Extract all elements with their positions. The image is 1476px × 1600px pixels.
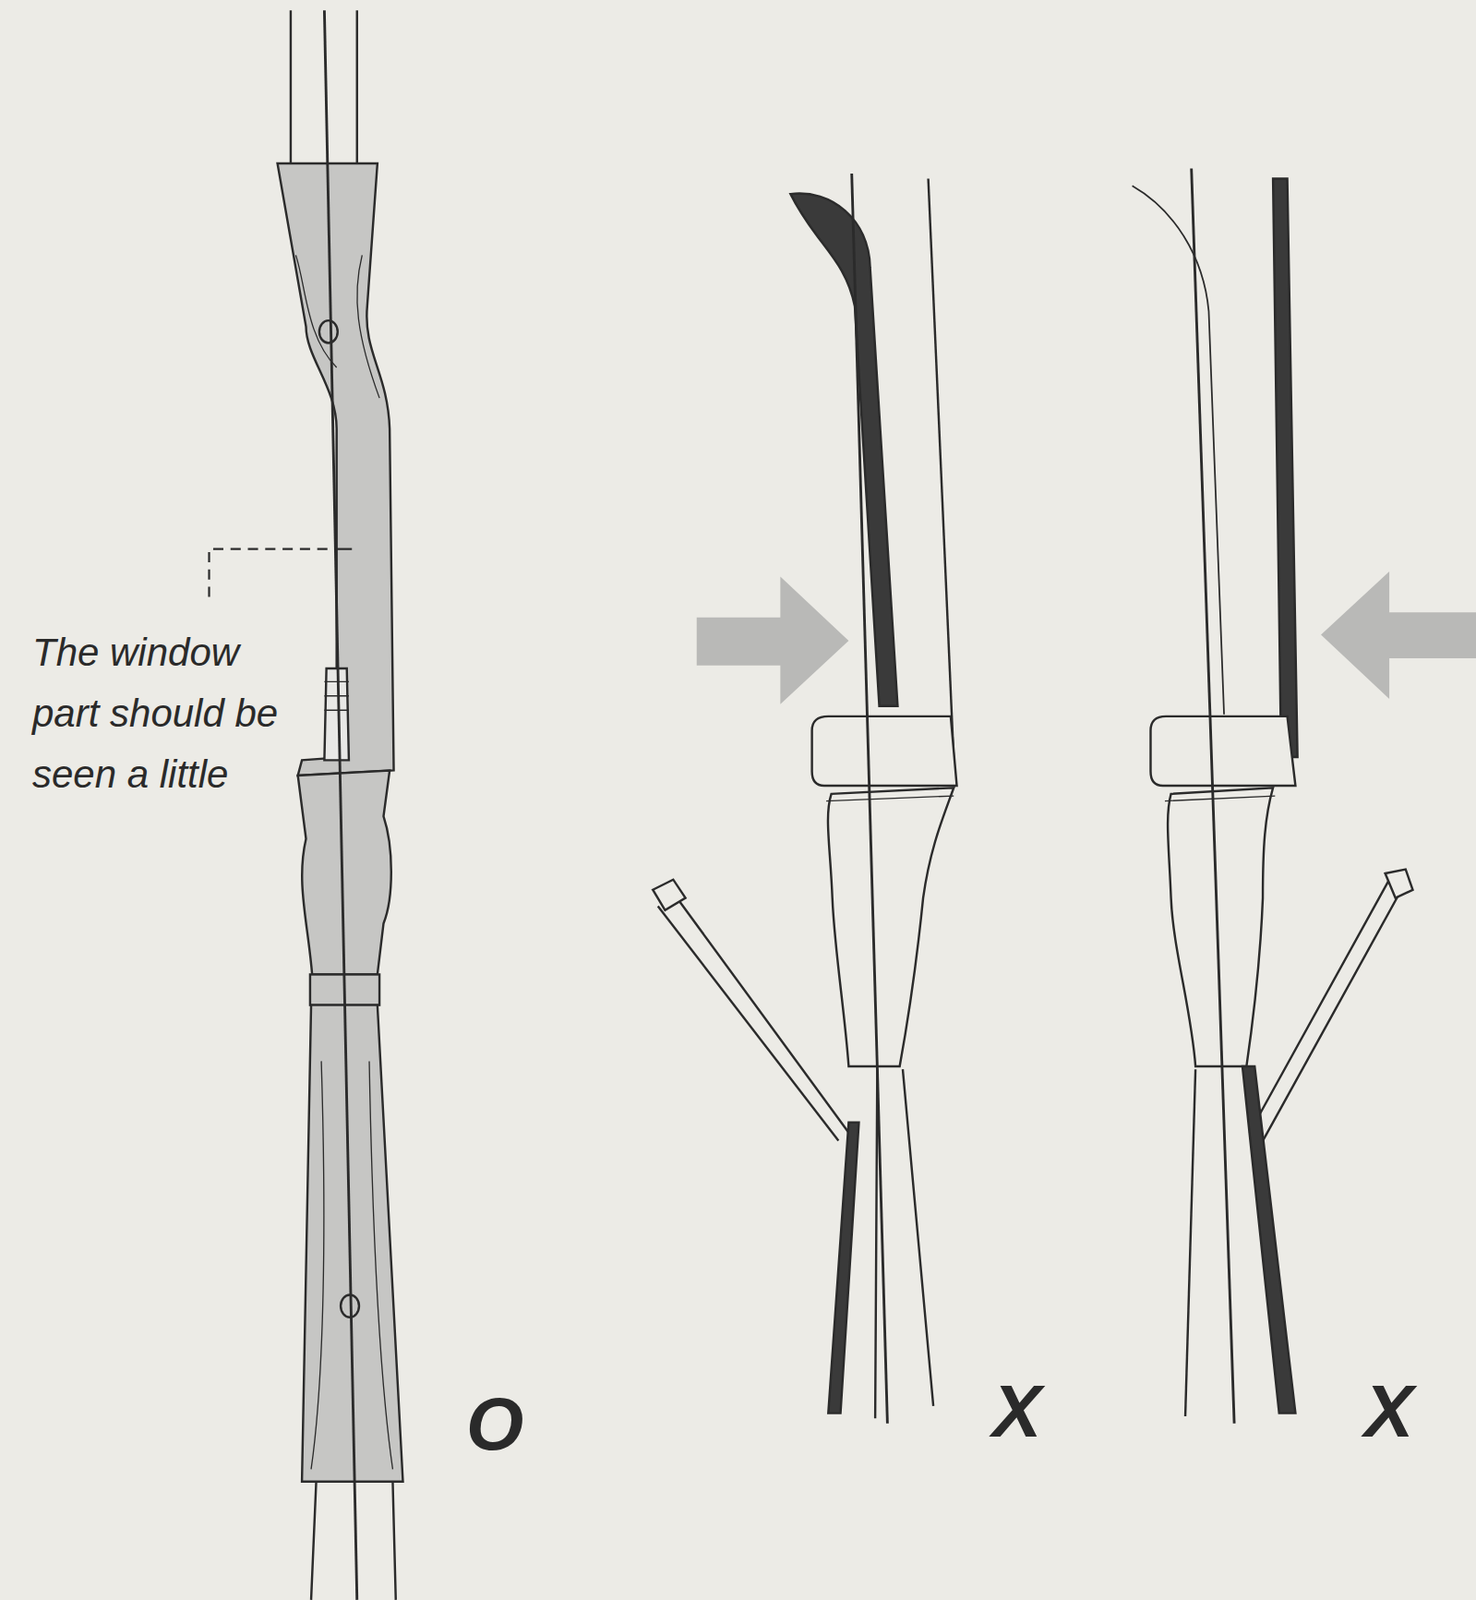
grip [828,787,954,1067]
limb-edge-dark [828,1122,859,1414]
bowstring [1191,168,1235,1423]
correct-mark: O [466,1382,540,1466]
plunger-rings [324,681,349,710]
wrong-mark: X [1364,1369,1439,1453]
leader-line [209,549,337,598]
limb-bolt [319,320,338,343]
bowstring [324,10,357,1600]
note-text: The window part should be seen a little [32,622,302,805]
riser-contour [295,254,380,398]
bowstring [852,173,888,1424]
push-arrow [1320,571,1476,699]
limb-edge [1132,185,1224,714]
arrow-nock [1385,869,1414,899]
lower-limb [875,1068,934,1418]
arrow-shaft [658,892,850,1141]
upper-riser [277,163,395,776]
wrong-bow-left [652,173,957,1424]
lower-limb [1185,1068,1196,1416]
shelf [1150,716,1296,786]
arrow-nock [652,879,685,911]
correct-bow [209,10,404,1600]
limb-edge-dark [1242,1066,1296,1414]
visible-window [790,193,898,707]
visible-limb [1272,179,1298,758]
wrong-bow-right [1132,168,1476,1423]
wrong-mark: X [992,1369,1067,1453]
limb-edge [928,179,955,761]
leader-tick [336,548,353,551]
shelf [812,716,958,786]
lower-limb [311,1481,396,1600]
grip-seam [826,795,954,802]
arrow-shaft [1249,879,1404,1141]
plunger [324,668,349,760]
push-arrow [696,576,850,704]
grip-seam [1164,795,1275,802]
